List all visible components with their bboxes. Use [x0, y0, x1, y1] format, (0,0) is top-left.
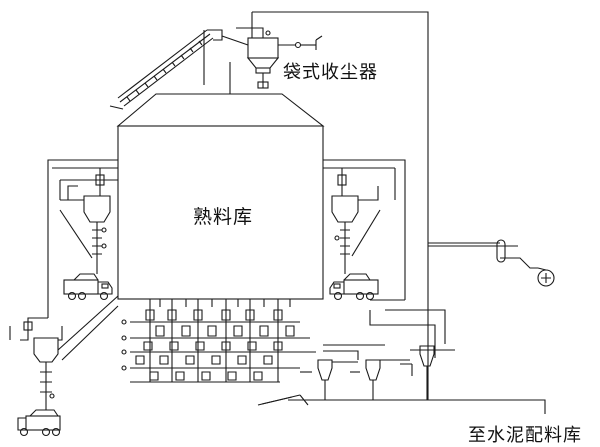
left-unloading-station [59, 168, 111, 274]
clinker-silo-body [116, 93, 325, 300]
clinker-silo-label: 熟料库 [193, 206, 254, 228]
silo-discharge-valves [121, 299, 316, 383]
destination-label: 至水泥配料库 [468, 425, 582, 446]
bottom-left-unloading-station [9, 295, 119, 410]
piping-network [27, 159, 546, 414]
bottom-truck-icon [17, 409, 61, 437]
bag-dust-collector-label: 袋式收尘器 [283, 62, 378, 83]
bag-dust-collector [203, 11, 429, 250]
right-unloading-station [331, 168, 396, 274]
right-outlet-equipment [496, 239, 555, 287]
right-truck-icon [329, 273, 379, 301]
left-truck-icon [63, 273, 113, 301]
bottom-right-cyclones [300, 345, 435, 400]
inclined-bucket-conveyor [109, 29, 223, 110]
